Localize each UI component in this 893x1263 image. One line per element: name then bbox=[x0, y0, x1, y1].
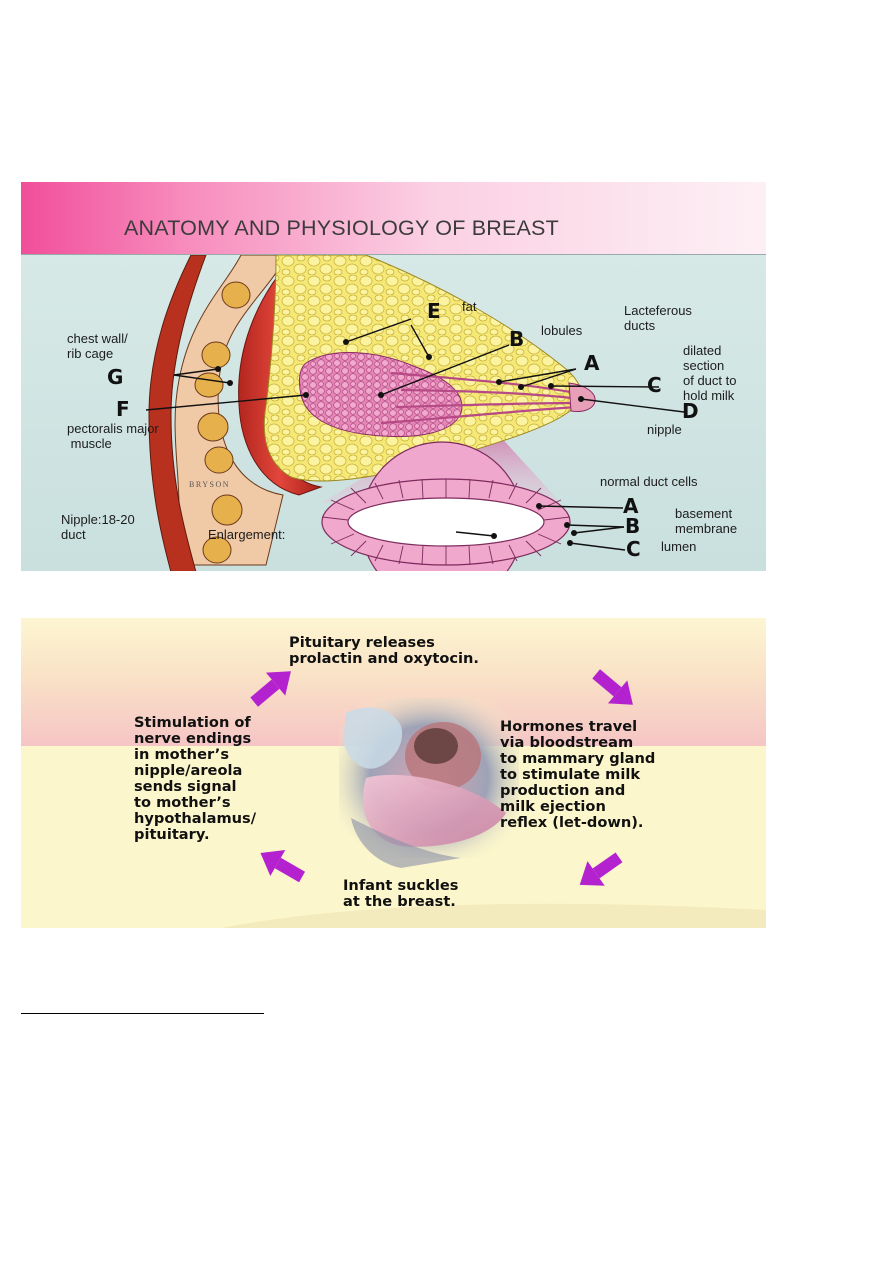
anatomy-slide: ANATOMY AND PHYSIOLOGY OF BREAST bbox=[21, 182, 766, 571]
letter-g: G bbox=[107, 365, 124, 389]
label-enlargement: Enlargement: bbox=[208, 527, 286, 542]
footnote-rule bbox=[21, 1013, 264, 1014]
cycle-step-suckles: Infant suckles at the breast. bbox=[343, 877, 459, 910]
letter-a-enlarged: A bbox=[623, 494, 639, 518]
label-nipple: nipple bbox=[647, 422, 682, 437]
enlargement-ring bbox=[145, 318, 685, 566]
label-lacteferous-ducts: Lacteferous ducts bbox=[624, 303, 692, 333]
label-lobules: lobules bbox=[541, 323, 583, 338]
cycle-step-pituitary: Pituitary releases prolactin and oxytoci… bbox=[289, 634, 479, 667]
label-fat: fat bbox=[462, 299, 477, 314]
letter-a: A bbox=[584, 351, 600, 375]
label-pectoralis: pectoralis major muscle bbox=[67, 421, 159, 451]
letter-e: E bbox=[427, 299, 441, 323]
letter-f: F bbox=[116, 397, 130, 421]
label-lumen: lumen bbox=[661, 539, 697, 554]
letter-d: D bbox=[682, 399, 699, 423]
cycle-arrows bbox=[250, 669, 633, 886]
slide-title: ANATOMY AND PHYSIOLOGY OF BREAST bbox=[124, 216, 559, 240]
watermark-bryson: BRYSON bbox=[189, 480, 231, 489]
label-normal-duct-cells: normal duct cells bbox=[600, 474, 698, 489]
letter-b-enlarged: B bbox=[625, 514, 641, 538]
lactation-cycle-slide: Pituitary releases prolactin and oxytoci… bbox=[21, 618, 766, 928]
breastfeeding-photo bbox=[339, 698, 519, 868]
letter-c: C bbox=[647, 373, 662, 397]
label-nipple-ducts: Nipple:18-20 duct bbox=[61, 512, 135, 542]
letter-c-enlarged: C bbox=[626, 537, 641, 561]
cycle-step-stimulation: Stimulation of nerve endings in mother’s… bbox=[134, 714, 257, 843]
slide-header bbox=[21, 182, 766, 254]
label-basement-membrane: basement membrane bbox=[675, 506, 738, 536]
cycle-step-hormones: Hormones travel via bloodstream to mamma… bbox=[500, 718, 656, 831]
anatomy-diagram: fat lobules Lacteferous ducts chest wall… bbox=[21, 254, 766, 571]
letter-b: B bbox=[509, 327, 525, 351]
label-dilated-section: dilated section of duct to hold milk bbox=[683, 343, 737, 403]
cycle-graphic bbox=[221, 669, 766, 928]
label-chest-wall: chest wall/ rib cage bbox=[67, 331, 128, 361]
